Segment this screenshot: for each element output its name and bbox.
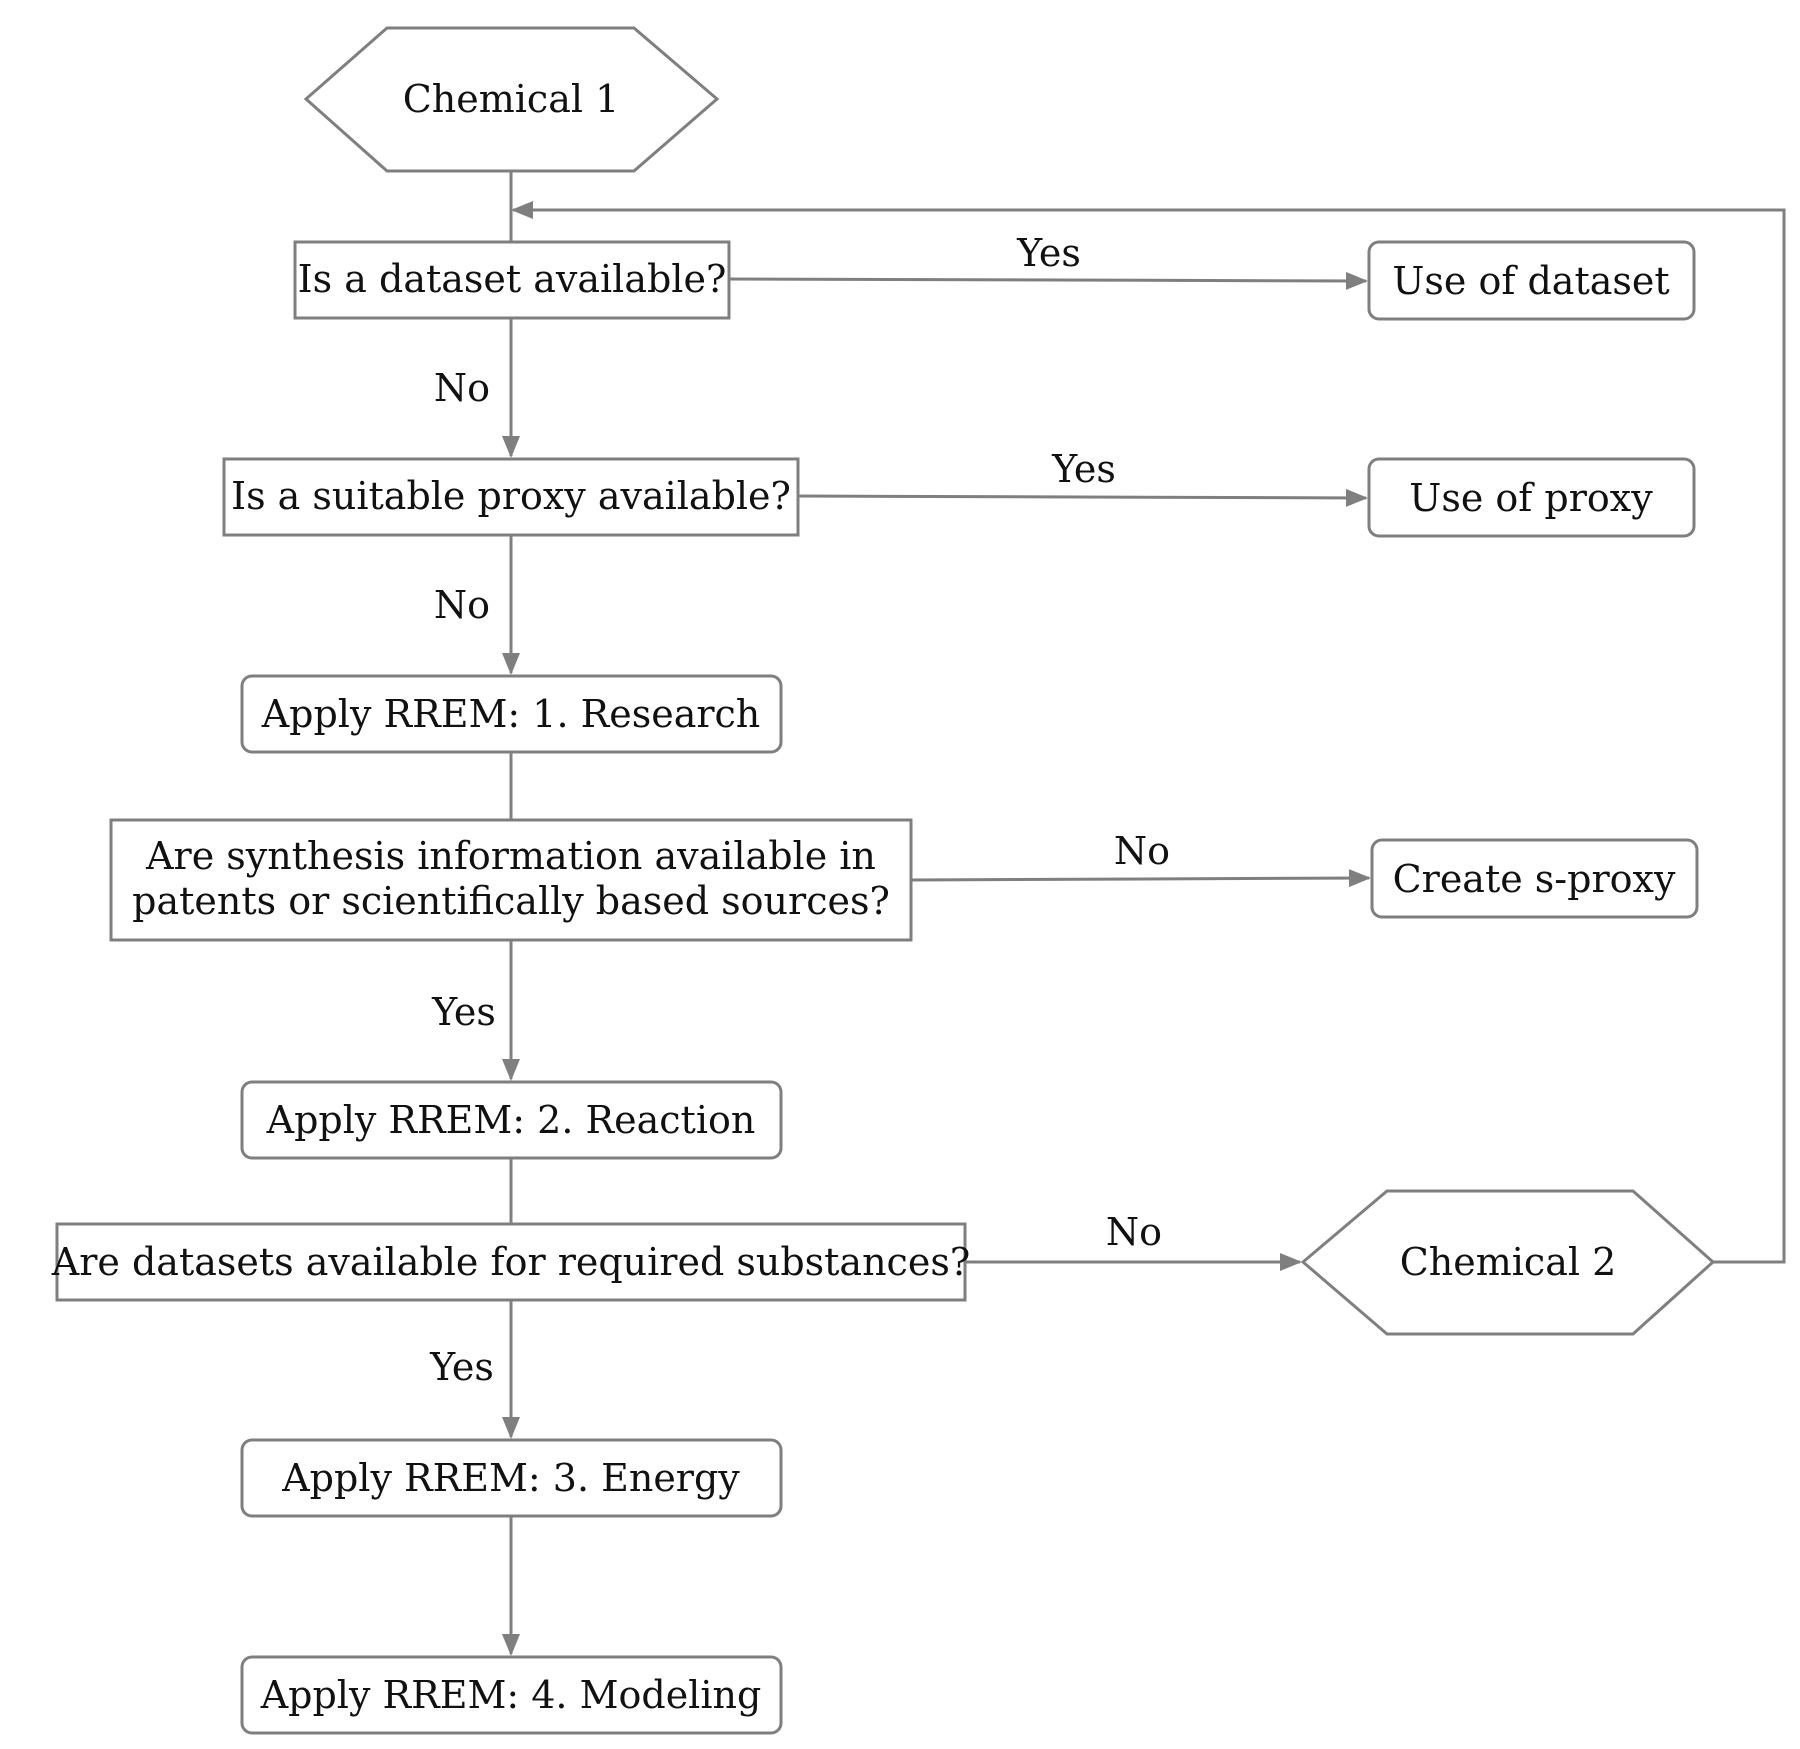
chemical2-label: Chemical 2	[1400, 1240, 1617, 1284]
decision-synthesis	[109, 818, 913, 942]
connector-dataset-yes	[728, 271, 1368, 290]
start-hexagon	[303, 26, 720, 173]
start-label: Chemical 1	[403, 77, 620, 121]
outcome-use-dataset	[1367, 240, 1696, 321]
connector-chemical2-loop	[511, 201, 1786, 1264]
edge-label-substances-yes: Yes	[429, 1345, 494, 1389]
step-research-label: Apply RREM: 1. Research	[261, 692, 761, 736]
edge-label-dataset-no: No	[434, 366, 490, 410]
step-energy-label: Apply RREM: 3. Energy	[281, 1456, 740, 1500]
step-reaction	[240, 1080, 783, 1160]
chemical2-hexagon	[1300, 1189, 1716, 1336]
connector-synthesis-no	[910, 869, 1371, 888]
step-reaction-label: Apply RREM: 2. Reaction	[266, 1098, 756, 1142]
decision-substances-label: Are datasets available for required subs…	[51, 1240, 970, 1284]
step-modeling	[240, 1655, 783, 1735]
edge-label-synthesis-yes: Yes	[431, 990, 496, 1034]
decision-substances	[55, 1222, 967, 1302]
outcome-use-dataset-label: Use of dataset	[1392, 259, 1669, 303]
step-research	[240, 674, 783, 754]
outcome-use-proxy	[1367, 457, 1696, 538]
edge-label-dataset-yes: Yes	[1016, 231, 1081, 275]
decision-synthesis-label-line1: Are synthesis information available in	[145, 834, 876, 878]
step-modeling-label: Apply RREM: 4. Modeling	[260, 1673, 762, 1717]
decision-synthesis-label-line2: patents or scientifically based sources?	[132, 879, 890, 923]
edge-label-proxy-yes: Yes	[1051, 447, 1116, 491]
edge-label-proxy-no: No	[434, 583, 490, 627]
outcome-create-sproxy-label: Create s-proxy	[1393, 857, 1676, 901]
decision-proxy	[222, 457, 800, 537]
decision-proxy-label: Is a suitable proxy available?	[231, 474, 791, 518]
outcome-create-sproxy	[1370, 838, 1699, 919]
edge-label-substances-no: No	[1106, 1210, 1162, 1254]
edge-label-synthesis-no: No	[1114, 829, 1170, 873]
decision-dataset-label: Is a dataset available?	[298, 257, 727, 301]
decision-dataset	[293, 240, 731, 320]
connector-proxy-yes	[797, 488, 1368, 507]
outcome-use-proxy-label: Use of proxy	[1409, 476, 1653, 520]
step-energy	[240, 1438, 783, 1518]
